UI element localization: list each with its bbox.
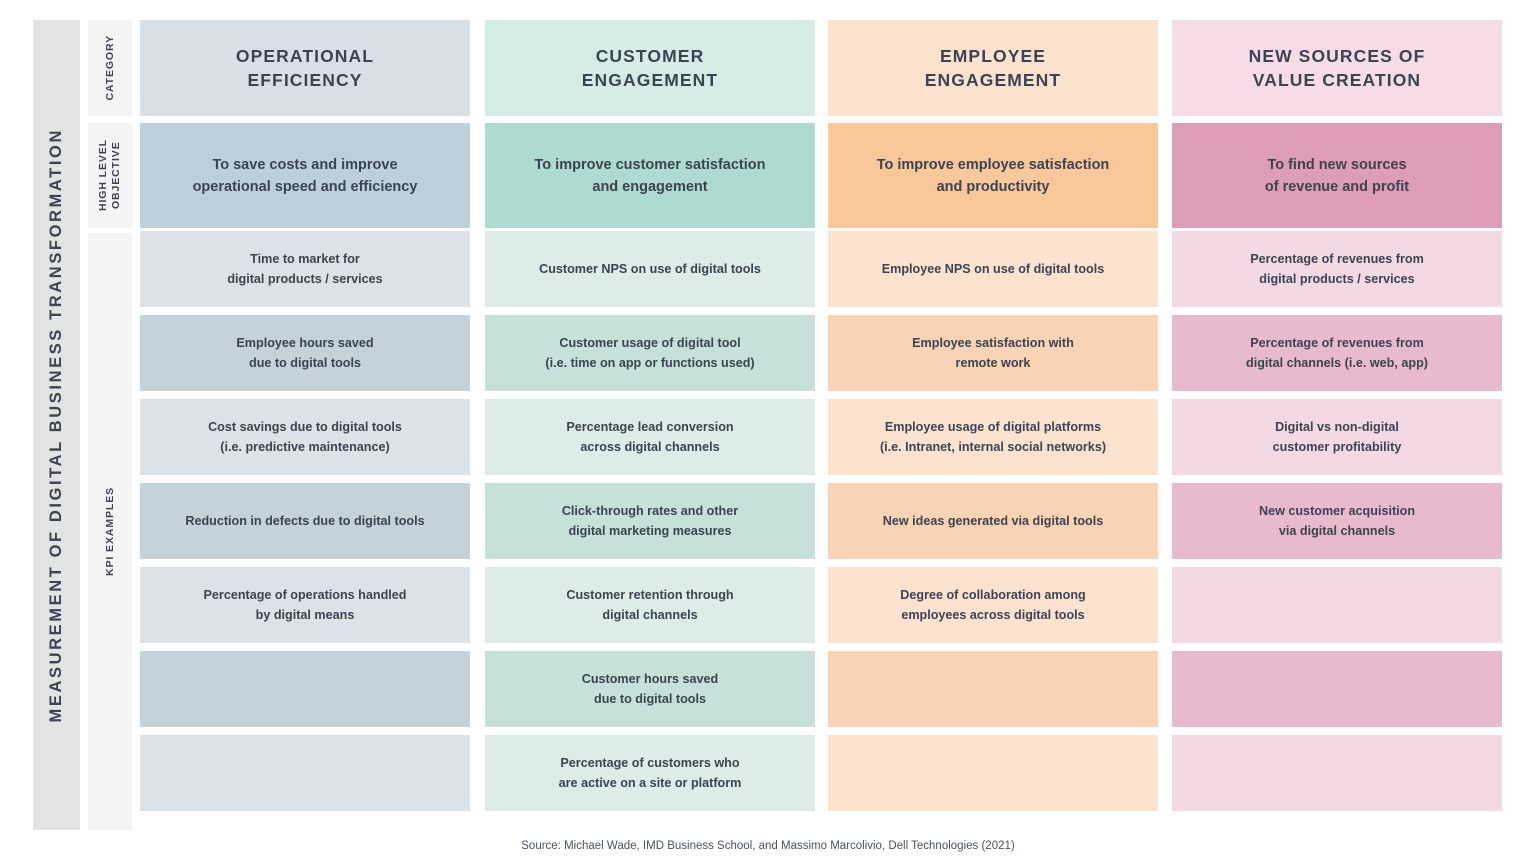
- kpi-cell: Click-through rates and other digital ma…: [485, 483, 815, 559]
- kpi-cell: Percentage of revenues from digital chan…: [1172, 315, 1502, 391]
- kpi-cell-empty: [140, 735, 470, 811]
- objective-cell-operational-efficiency: To save costs and improve operational sp…: [140, 123, 470, 228]
- objective-cell-new-sources-of-value-creation: To find new sources of revenue and profi…: [1172, 123, 1502, 228]
- kpi-text: Percentage of customers who are active o…: [558, 756, 742, 790]
- kpi-cell: Customer NPS on use of digital tools: [485, 231, 815, 307]
- source-note: Source: Michael Wade, IMD Business Schoo…: [521, 840, 1015, 852]
- kpi-text: Click-through rates and other digital ma…: [561, 504, 739, 538]
- master-title-text: MEASUREMENT OF DIGITAL BUSINESS TRANSFOR…: [47, 127, 65, 723]
- kpi-cell: Employee NPS on use of digital tools: [828, 231, 1158, 307]
- kpi-cell: New ideas generated via digital tools: [828, 483, 1158, 559]
- kpi-text: Customer usage of digital tool (i.e. tim…: [545, 336, 755, 370]
- category-header-text: EMPLOYEE ENGAGEMENT: [924, 46, 1062, 90]
- kpi-text: New ideas generated via digital tools: [882, 514, 1104, 528]
- kpi-cell: Employee hours saved due to digital tool…: [140, 315, 470, 391]
- objective-text: To improve customer satisfaction and eng…: [534, 156, 766, 195]
- kpi-text: Percentage of revenues from digital prod…: [1250, 252, 1424, 286]
- row-label-column: CATEGORY HIGH LEVEL OBJECTIVE KPI EXAMPL…: [88, 20, 132, 830]
- kpi-cell: Reduction in defects due to digital tool…: [140, 483, 470, 559]
- objective-cell-customer-engagement: To improve customer satisfaction and eng…: [485, 123, 815, 228]
- objective-text: To improve employee satisfaction and pro…: [876, 156, 1110, 195]
- kpi-text: Cost savings due to digital tools (i.e. …: [208, 420, 402, 454]
- kpi-cell: Percentage of customers who are active o…: [485, 735, 815, 811]
- objective-text: To find new sources of revenue and profi…: [1264, 156, 1410, 195]
- kpi-cell: Time to market for digital products / se…: [140, 231, 470, 307]
- kpi-cell: Percentage of operations handled by digi…: [140, 567, 470, 643]
- kpi-cell: Percentage of revenues from digital prod…: [1172, 231, 1502, 307]
- master-title-banner: MEASUREMENT OF DIGITAL BUSINESS TRANSFOR…: [33, 20, 80, 830]
- kpi-text: Customer retention through digital chann…: [566, 588, 734, 622]
- row-label-high-level-objective-text: HIGH LEVEL OBJECTIVE: [97, 139, 122, 212]
- kpi-cell-empty: [140, 651, 470, 727]
- category-header-new-sources-of-value-creation: NEW SOURCES OF VALUE CREATION: [1172, 20, 1502, 116]
- category-header-text: NEW SOURCES OF VALUE CREATION: [1248, 46, 1426, 90]
- kpi-text: Employee hours saved due to digital tool…: [236, 336, 374, 370]
- kpi-cell: Customer hours saved due to digital tool…: [485, 651, 815, 727]
- row-label-category: CATEGORY: [88, 20, 132, 116]
- kpi-text: Percentage of operations handled by digi…: [203, 588, 407, 622]
- objective-cell-employee-engagement: To improve employee satisfaction and pro…: [828, 123, 1158, 228]
- column-employee-engagement: EMPLOYEE ENGAGEMENT To improve employee s…: [828, 20, 1158, 830]
- kpi-cell-empty: [828, 651, 1158, 727]
- kpi-cell: New customer acquisition via digital cha…: [1172, 483, 1502, 559]
- kpi-cell: Digital vs non-digital customer profitab…: [1172, 399, 1502, 475]
- kpi-cell: Cost savings due to digital tools (i.e. …: [140, 399, 470, 475]
- column-customer-engagement: CUSTOMER ENGAGEMENT To improve customer s…: [485, 20, 815, 830]
- kpi-text: New customer acquisition via digital cha…: [1258, 504, 1416, 538]
- kpi-text: Employee usage of digital platforms (i.e…: [879, 420, 1107, 454]
- column-new-sources-of-value-creation: NEW SOURCES OF VALUE CREATION To find new…: [1172, 20, 1502, 830]
- kpi-cell: Customer retention through digital chann…: [485, 567, 815, 643]
- kpi-text: Customer hours saved due to digital tool…: [581, 672, 719, 706]
- kpi-cell-empty: [1172, 567, 1502, 643]
- category-header-text: CUSTOMER ENGAGEMENT: [581, 46, 719, 90]
- matrix-grid: OPERATIONAL EFFICIENCY To save costs and …: [140, 20, 1506, 830]
- category-header-operational-efficiency: OPERATIONAL EFFICIENCY: [140, 20, 470, 116]
- kpi-cell: Employee usage of digital platforms (i.e…: [828, 399, 1158, 475]
- kpi-cell-empty: [828, 735, 1158, 811]
- kpi-text: Time to market for digital products / se…: [227, 252, 383, 286]
- row-label-kpi-examples: KPI EXAMPLES: [88, 233, 132, 830]
- kpi-cell: Employee satisfaction with remote work: [828, 315, 1158, 391]
- objective-text: To save costs and improve operational sp…: [192, 156, 418, 195]
- kpi-cell-empty: [1172, 735, 1502, 811]
- kpi-cell-empty: [1172, 651, 1502, 727]
- kpi-text: Employee satisfaction with remote work: [912, 336, 1074, 370]
- kpi-text: Customer NPS on use of digital tools: [539, 262, 761, 276]
- column-operational-efficiency: OPERATIONAL EFFICIENCY To save costs and …: [140, 20, 470, 830]
- kpi-text: Reduction in defects due to digital tool…: [185, 514, 425, 528]
- kpi-cell: Customer usage of digital tool (i.e. tim…: [485, 315, 815, 391]
- kpi-cell: Percentage lead conversion across digita…: [485, 399, 815, 475]
- category-header-text: OPERATIONAL EFFICIENCY: [235, 46, 375, 90]
- kpi-text: Degree of collaboration among employees …: [900, 588, 1086, 622]
- kpi-text: Digital vs non-digital customer profitab…: [1272, 420, 1402, 454]
- kpi-cell: Degree of collaboration among employees …: [828, 567, 1158, 643]
- row-label-category-text: CATEGORY: [103, 35, 116, 101]
- row-label-high-level-objective: HIGH LEVEL OBJECTIVE: [88, 123, 132, 228]
- kpi-text: Percentage of revenues from digital chan…: [1246, 336, 1428, 370]
- kpi-text: Percentage lead conversion across digita…: [566, 420, 734, 454]
- category-header-employee-engagement: EMPLOYEE ENGAGEMENT: [828, 20, 1158, 116]
- category-header-customer-engagement: CUSTOMER ENGAGEMENT: [485, 20, 815, 116]
- row-label-kpi-examples-text: KPI EXAMPLES: [103, 487, 116, 576]
- kpi-text: Employee NPS on use of digital tools: [881, 262, 1105, 276]
